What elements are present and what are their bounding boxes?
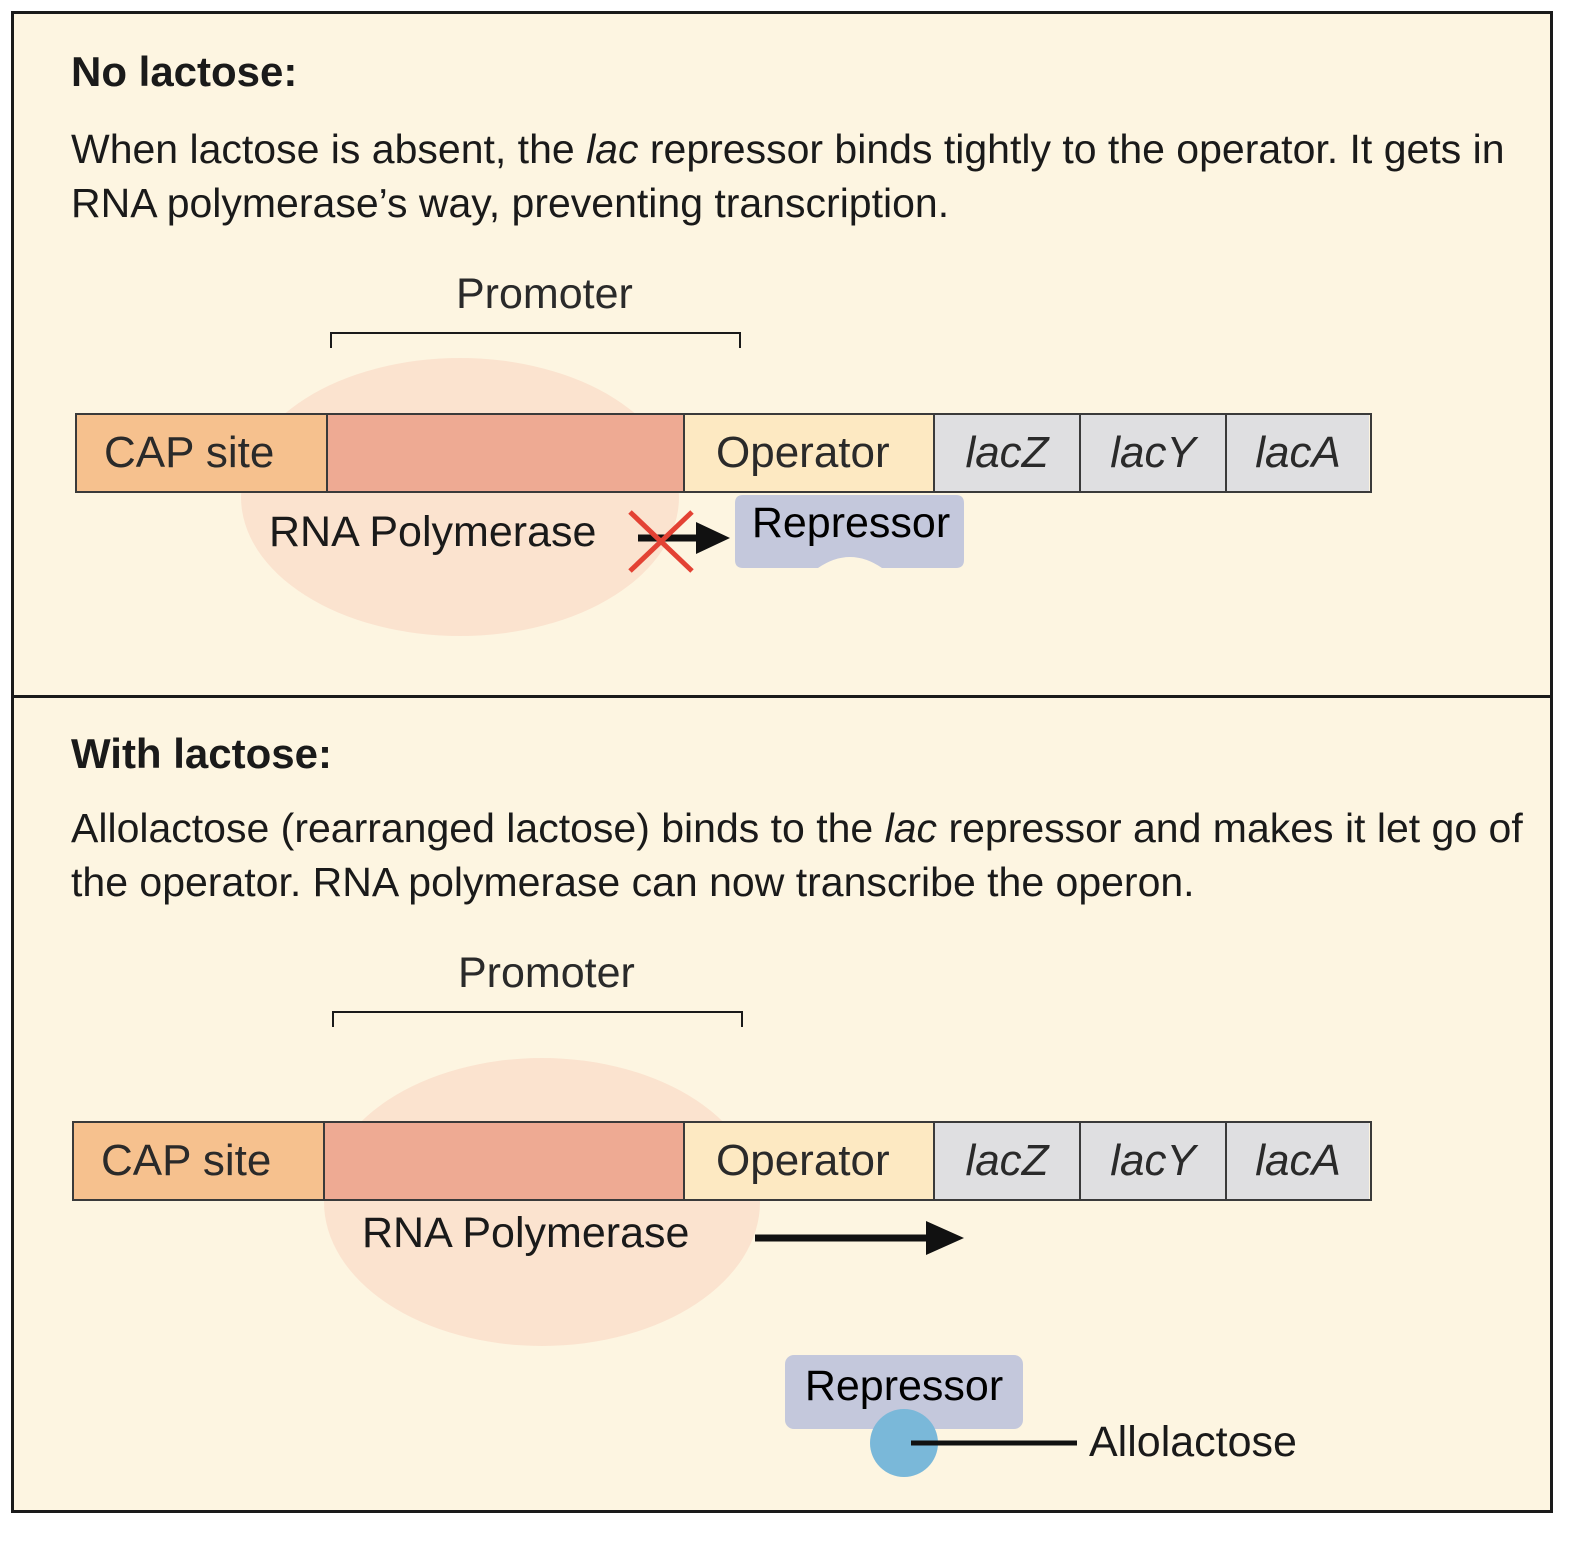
rna-polymerase-blob [324, 1058, 760, 1346]
operator-segment: Operator [685, 415, 935, 491]
operon-dna-strip: CAP site Operator lacZ lacY lacA [72, 1121, 1372, 1201]
transcription-arrow-head [696, 522, 730, 554]
desc-text: repressor binds tightly to the operator.… [71, 126, 1505, 226]
promoter-label: Promoter [456, 270, 633, 318]
desc-text: Allolactose (rearranged lactose) binds t… [71, 805, 885, 851]
blocked-x-mark [628, 510, 694, 573]
gene-lacz: lacZ [935, 415, 1081, 491]
bottom-overlay: Repressor [755, 1221, 1077, 1477]
desc-italic: lac [586, 126, 639, 172]
allolactose-label: Allolactose [1089, 1418, 1297, 1466]
repressor-shape [735, 495, 964, 568]
cap-site-segment: CAP site [77, 415, 328, 491]
no-lactose-description: When lactose is absent, the lac represso… [71, 122, 1531, 230]
repressor-shape [785, 1355, 1023, 1429]
rna-polymerase-blob [241, 358, 679, 636]
repressor-label: Repressor [752, 499, 950, 547]
promoter-bracket [332, 1011, 743, 1027]
rna-polymerase-label: RNA Polymerase [269, 508, 597, 556]
cap-site-segment: CAP site [74, 1123, 325, 1199]
gene-laca: lacA [1227, 415, 1369, 491]
promoter-label: Promoter [458, 949, 635, 997]
rna-polymerase-label: RNA Polymerase [362, 1209, 690, 1257]
desc-text: repressor and makes it let go of the ope… [71, 805, 1523, 905]
gene-lacz: lacZ [935, 1123, 1081, 1199]
with-lactose-heading: With lactose: [71, 730, 332, 777]
desc-italic: lac [884, 805, 938, 851]
desc-text: When lactose is absent, the [71, 126, 587, 172]
gene-laca: lacA [1227, 1123, 1369, 1199]
operon-dna-strip: CAP site Operator lacZ lacY lacA [75, 413, 1372, 493]
with-lactose-description: Allolactose (rearranged lactose) binds t… [71, 801, 1531, 909]
promoter-segment [328, 415, 685, 491]
transcription-arrow-head [926, 1221, 964, 1255]
repressor-label: Repressor [805, 1362, 1003, 1410]
gene-lacy: lacY [1081, 1123, 1227, 1199]
allolactose-molecule [870, 1409, 938, 1477]
panel-divider [14, 695, 1550, 698]
lac-operon-figure: No lactose: When lactose is absent, the … [11, 11, 1553, 1513]
no-lactose-panel: No lactose: When lactose is absent, the … [14, 14, 1550, 696]
no-lactose-heading: No lactose: [71, 48, 298, 95]
operator-segment: Operator [685, 1123, 935, 1199]
gene-lacy: lacY [1081, 415, 1227, 491]
with-lactose-panel: With lactose: Allolactose (rearranged la… [14, 698, 1550, 1477]
promoter-segment [325, 1123, 685, 1199]
promoter-bracket [330, 332, 741, 348]
top-overlay: Repressor [628, 495, 964, 573]
